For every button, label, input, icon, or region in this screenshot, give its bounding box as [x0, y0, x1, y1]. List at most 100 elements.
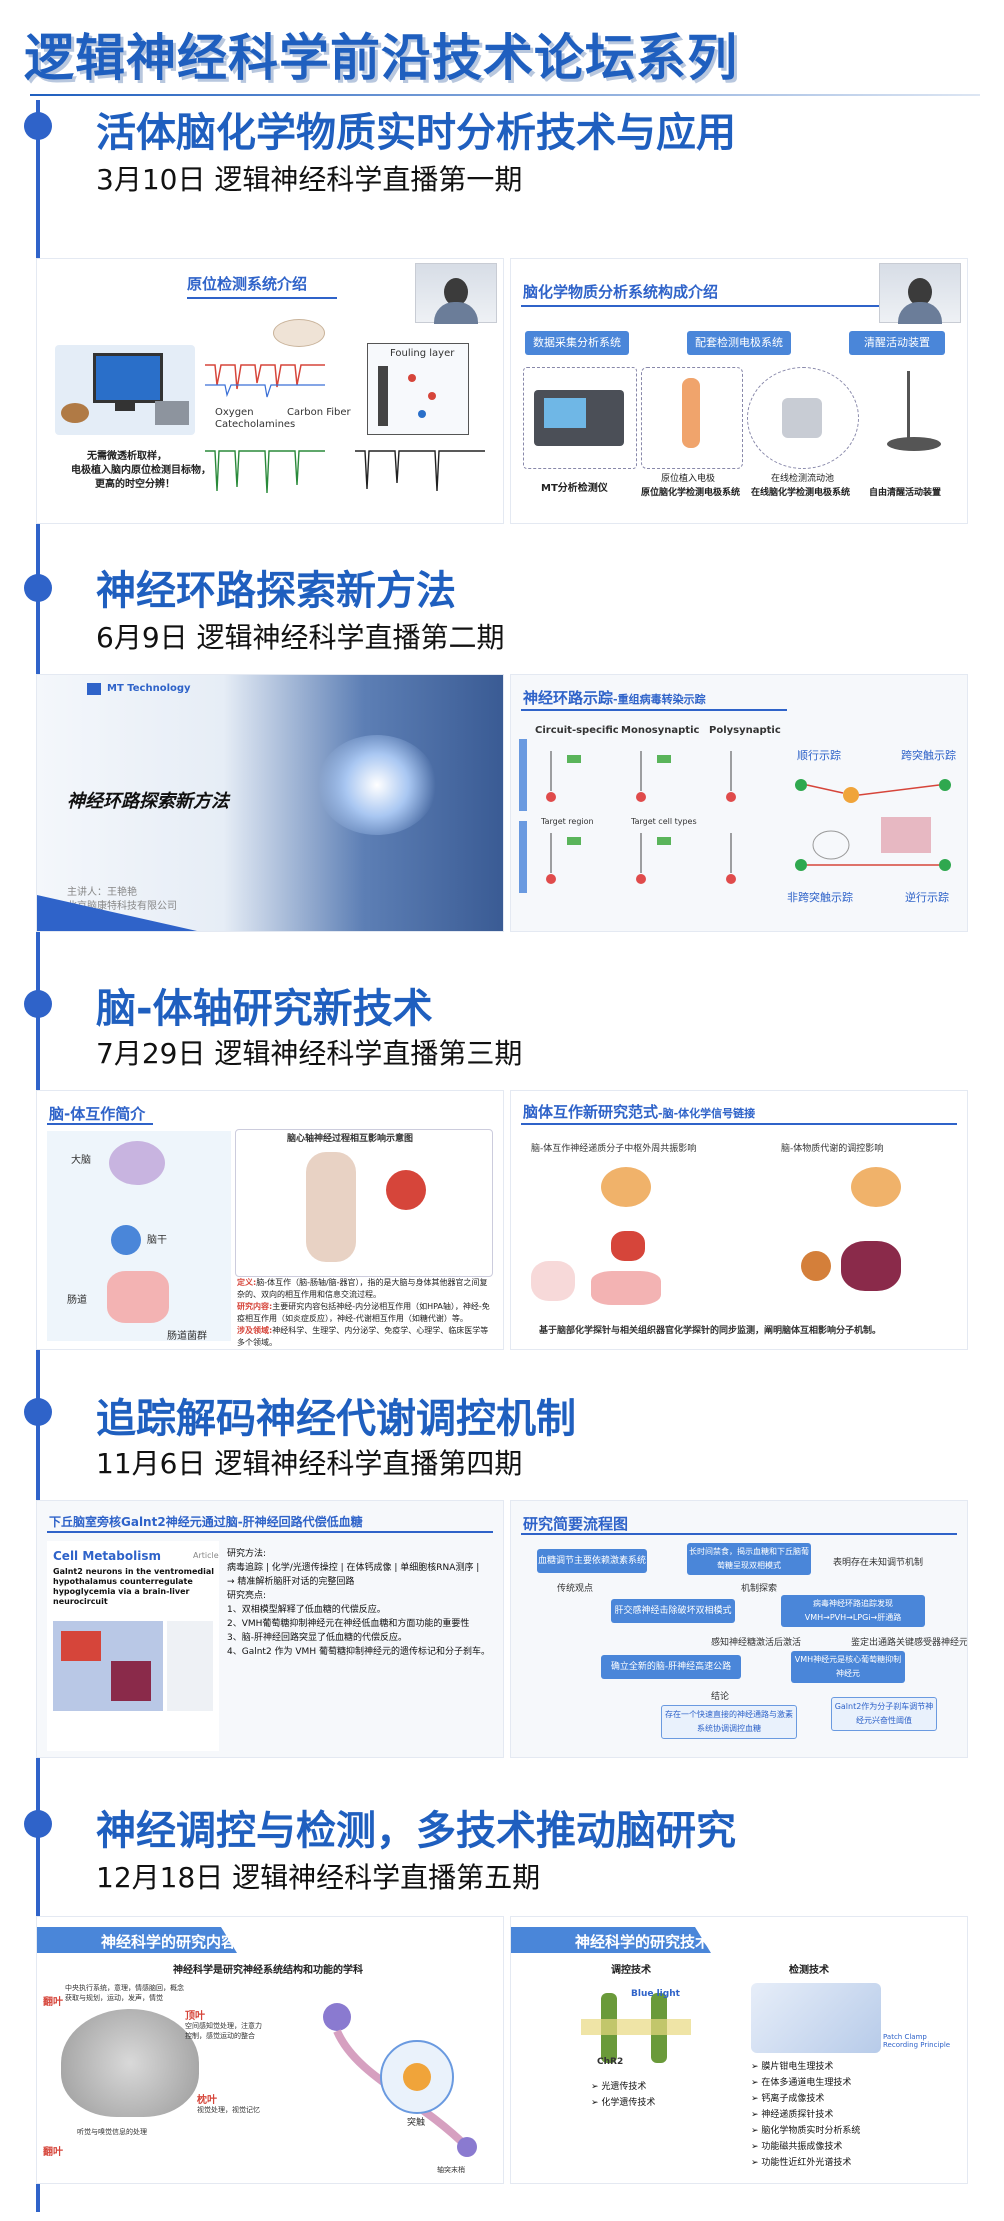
body-figure-left: [531, 1161, 731, 1311]
arrow-label: 逆行示踪: [905, 891, 949, 904]
device-label: MT分析检测仪: [541, 483, 608, 494]
graphical-abstract: [53, 1621, 163, 1711]
device-label: 原位脑化学检测电极系统: [641, 488, 741, 498]
slide-heading: 脑化学物质分析系统构成介绍: [523, 283, 719, 301]
heading-tab: [511, 1927, 711, 1953]
section-subtitle: 3月10日 逻辑神经科学直播第一期: [96, 163, 523, 196]
neuron-diagram: [795, 779, 951, 871]
highlight-item: 2、VMH葡萄糖抑制神经元在神经低血糖和方面功能的重要性: [227, 1619, 470, 1629]
column-heading: 调控技术: [611, 1965, 651, 1976]
slide-circuit-cover: MT Technology 神经环路探索新方法 主讲人：王艳艳 北京脑康特科技有…: [36, 674, 504, 932]
slide-footer: 基于脑部化学探针与相关组织器官化学探针的同步监测，阐明脑体互相影响分子机制。: [539, 1326, 882, 1336]
heading-bar: [521, 1533, 957, 1535]
intestine-label: 肠道菌群: [167, 1331, 207, 1342]
paper-summary: 研究方法: 病毒追踪 | 化学/光遗传操控 | 在体钙成像 | 单细胞核RNA测…: [227, 1547, 497, 1659]
side-bar: [519, 739, 527, 811]
timeline-dot: [24, 1810, 52, 1838]
timeline-dot: [24, 112, 52, 140]
device-label: 原位植入电极: [661, 474, 716, 484]
heading-main: 神经环路示踪: [523, 689, 614, 707]
device-label: 在线检测流动池: [771, 474, 835, 484]
regulation-item: ➢ 光遗传技术: [591, 2082, 647, 2092]
rat-illustration: [273, 319, 325, 347]
slide-research-techniques: 神经科学的研究技术 调控技术 检测技术 Blue light ChR2 Patc…: [510, 1916, 968, 2184]
page-title: 逻辑神经科学前沿技术论坛系列: [24, 29, 738, 87]
brand-logo-icon: [87, 683, 101, 695]
side-bar: [519, 821, 527, 893]
figure-title: 脑心轴神经过程相互影响示意图: [287, 1134, 414, 1144]
flow-note: 感知神经糖激活后激活: [711, 1638, 802, 1648]
slide-research-flow: 研究简要流程图 血糖调节主要依赖激素系统 长时间禁食，揭示血糖和下丘脑葡萄糖呈现…: [510, 1500, 968, 1758]
regulation-list: ➢ 光遗传技术 ➢ 化学遗传技术: [591, 2079, 655, 2111]
heading-bar: [47, 1123, 153, 1125]
definition-block: 定义:脑-体互作（脑-肠轴/脑-器官），指的是大脑与身体其他器官之间复杂的、双向…: [237, 1277, 493, 1349]
note-line: 更高的时空分辨！: [95, 479, 175, 490]
detection-item: ➢ 神经递质探针技术: [751, 2110, 834, 2120]
note-line: 无需微透析取样，: [87, 451, 167, 462]
webcam-thumbnail: [879, 263, 961, 324]
gut-label: 肠道: [67, 1295, 87, 1306]
slide-heading: 下丘脑室旁核Galnt2神经元通过脑-肝神经回路代偿低血糖: [49, 1515, 363, 1529]
lobe-text: 中央执行系统，意理，情感脑回，概念获取与规划，运动，发声，情觉: [65, 1984, 184, 2002]
heading-bar: [521, 305, 957, 307]
lobe-label: 翻叶: [43, 1997, 63, 2008]
section-title: 脑-体轴研究新技术: [96, 986, 433, 1032]
system-box: 配套检测电极系统: [687, 331, 791, 355]
detection-item: ➢ 在体多通道电生理技术: [751, 2078, 852, 2088]
column-label: Polysynaptic: [709, 725, 781, 736]
flow-box: 存在一个快速直接的神经通路与激素系统协调调控血糖: [661, 1705, 797, 1739]
body-figure-right: [761, 1161, 961, 1311]
heading-bar: [521, 1123, 957, 1125]
slide-heading: 研究简要流程图: [523, 1515, 629, 1533]
system-box: 数据采集分析系统: [525, 331, 629, 355]
heading-sub: -重组病毒转染示踪: [613, 693, 706, 706]
slide-heading: 原位检测系统介绍: [187, 275, 308, 293]
flow-box: VMH神经元是核心葡萄糖抑制神经元: [791, 1651, 905, 1683]
computer-illustration: [55, 345, 195, 435]
methods-text: 病毒追踪 | 化学/光遗传操控 | 在体钙成像 | 单细胞核RNA测序 |: [227, 1563, 480, 1573]
patch-clamp-illustration: [751, 1983, 881, 2053]
target-label: Target region: [541, 817, 594, 826]
arrow-label: 非跨突触示踪: [787, 891, 853, 904]
section-subtitle: 6月9日 逻辑神经科学直播第二期: [96, 621, 505, 654]
paper-preview: Cell Metabolism Article Galnt2 neurons i…: [47, 1541, 219, 1751]
signal-traces: [205, 364, 325, 398]
synapse-label: 突触: [407, 2118, 426, 2128]
lobe-label: 枕叶: [197, 2095, 217, 2106]
methods-text2: → 精准解析脑肝对话的完整回路: [227, 1577, 355, 1587]
lobe-text: 听觉与嗅觉信息的处理: [77, 2128, 147, 2136]
timeline-dot: [24, 574, 52, 602]
legend-fouling: Fouling layer: [390, 348, 455, 359]
section-title: 神经调控与检测，多技术推动脑研究: [96, 1808, 736, 1854]
detection-item: ➢ 膜片钳电生理技术: [751, 2062, 834, 2072]
research-text: 主要研究内容包括神经-内分泌相互作用（如HPA轴），神经-免疫相互作用（如炎症反…: [237, 1302, 490, 1323]
lobe-text: 空间感知觉处理，注意力控制，感觉运动的整合: [185, 2022, 262, 2040]
slide-circuit-tracing: 神经环路示踪-重组病毒转染示踪 Circuit-specific Monosyn…: [510, 674, 968, 932]
legend-oxygen: Oxygen: [215, 407, 254, 418]
channel-illustration: [581, 1993, 691, 2063]
timeline-dot: [24, 990, 52, 1018]
detection-list: ➢ 膜片钳电生理技术 ➢ 在体多通道电生理技术 ➢ 钙离子成像技术 ➢ 神经递质…: [751, 2059, 860, 2171]
target-label: Target cell types: [631, 817, 697, 826]
legend-carbon-fiber: Carbon Fiber: [287, 407, 351, 418]
detection-item: ➢ 功能性近红外光谱技术: [751, 2158, 852, 2168]
flow-box: 长时间禁食，揭示血糖和下丘脑葡萄糖呈现双相模式: [687, 1543, 811, 1575]
fouling-diagram: Fouling layer: [367, 343, 469, 435]
caption-left: 脑-体互作神经递质分子中枢外周共振影响: [531, 1144, 697, 1154]
heading-bar: [187, 297, 337, 299]
heading-main: 脑体互作新研究范式: [523, 1103, 659, 1121]
slide-heading: 神经科学的研究技术: [575, 1933, 711, 1951]
speaker: 主讲人：王艳艳: [67, 887, 137, 898]
highlights-column: [167, 1621, 213, 1711]
flow-note: 表明存在未知调节机制: [833, 1558, 924, 1568]
arrow-label: 跨突触示踪: [901, 749, 956, 762]
neuron-illustration: [323, 2003, 477, 2157]
column-label: Circuit-specific: [535, 725, 619, 736]
slide-analysis-system: 脑化学物质分析系统构成介绍 数据采集分析系统 配套检测电极系统 清醒活动装置 M…: [510, 258, 968, 524]
section-subtitle: 12月18日 逻辑神经科学直播第五期: [96, 1861, 541, 1894]
cover-text: 神经环路探索新方法: [67, 791, 229, 812]
brainstem-label: 脑干: [147, 1235, 167, 1246]
flow-box: 血糖调节主要依赖激素系统: [537, 1549, 647, 1573]
system-box: 清醒活动装置: [849, 331, 945, 355]
webcam-thumbnail: [415, 263, 497, 324]
